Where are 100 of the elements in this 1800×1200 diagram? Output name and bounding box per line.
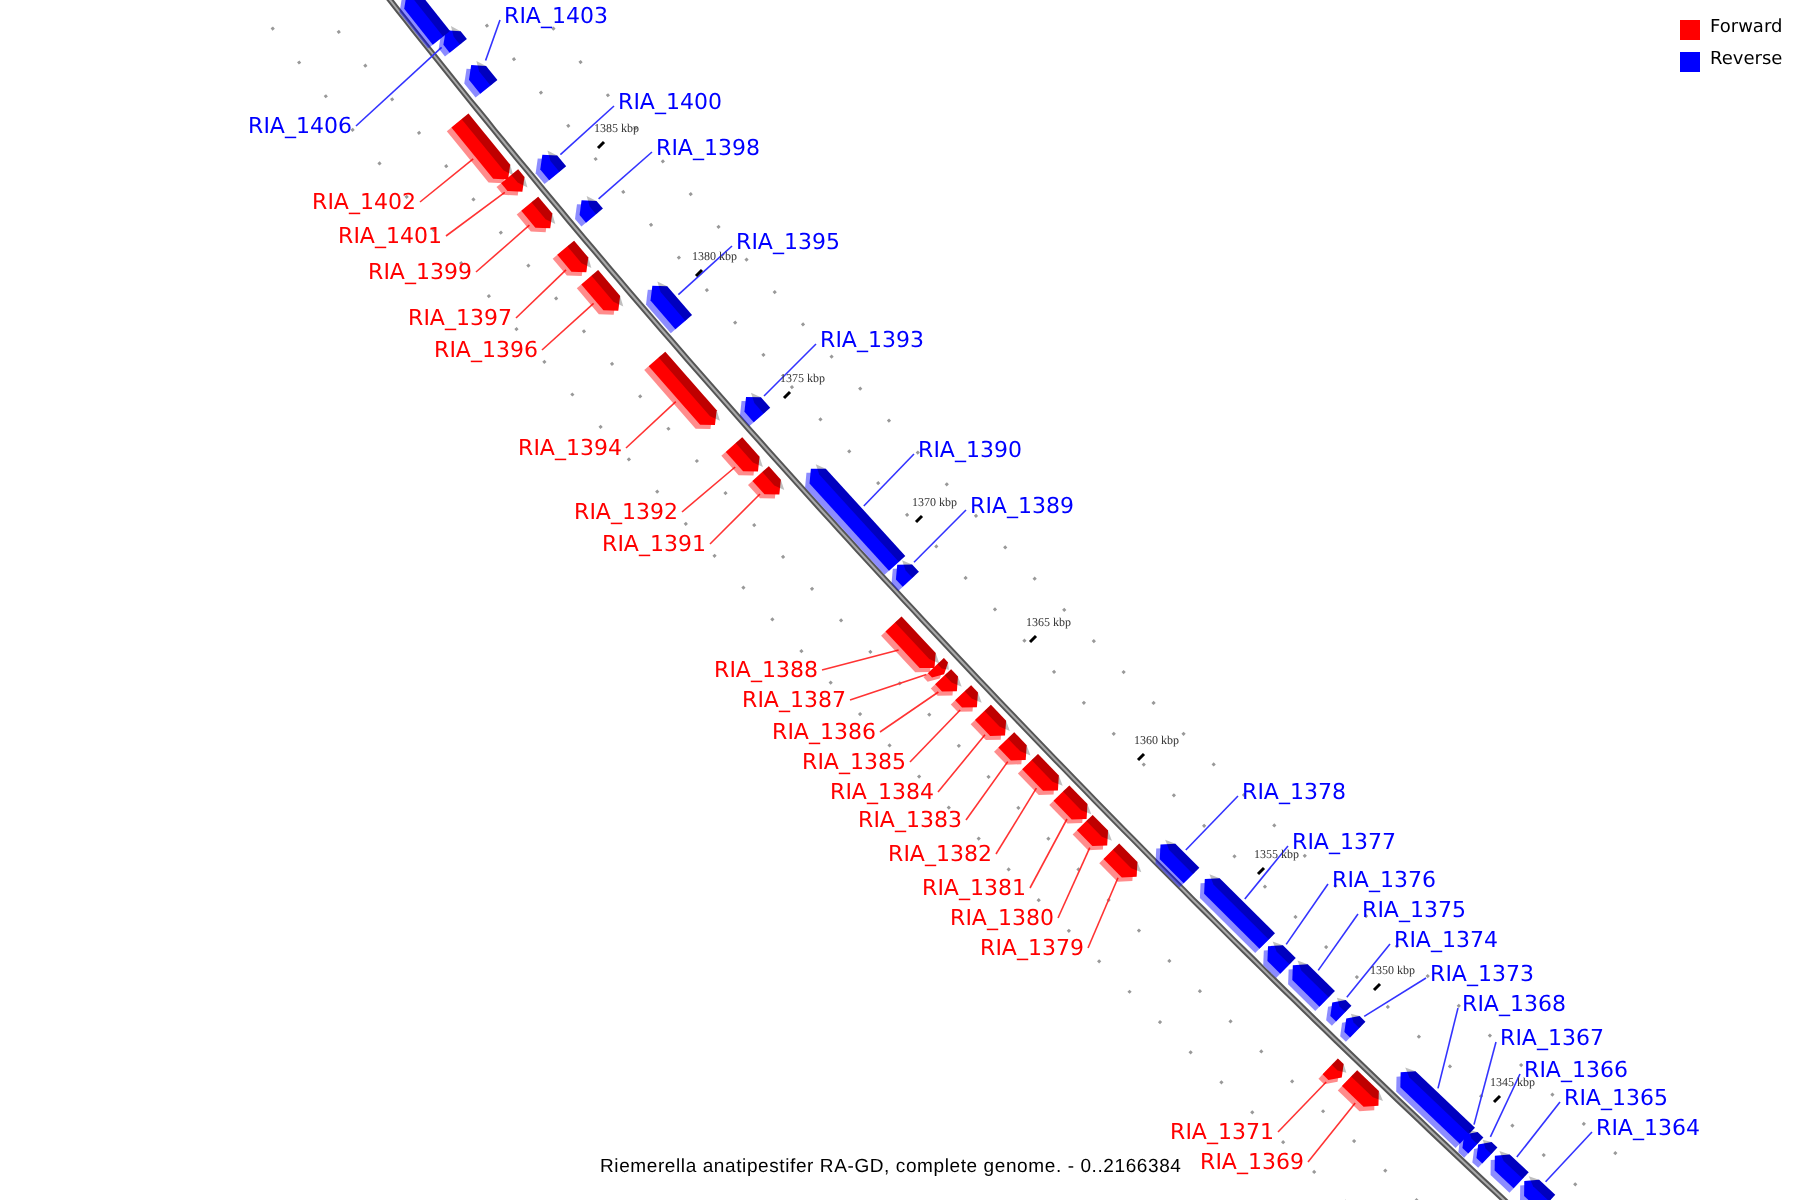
legend-label: Reverse <box>1710 52 1783 70</box>
gene-block <box>950 685 982 712</box>
leader-line <box>419 158 474 203</box>
gene-label: RIA_1366 <box>1524 1059 1628 1081</box>
leader-line <box>1277 1081 1327 1133</box>
gene-label: RIA_1369 <box>1200 1151 1304 1173</box>
leader-line <box>1087 877 1119 949</box>
leader-line <box>909 709 961 763</box>
leader-line <box>965 760 1009 821</box>
leader-line <box>1185 795 1239 851</box>
leader-line <box>475 224 531 273</box>
gene-block <box>891 560 919 591</box>
gene-label: RIA_1402 <box>312 191 416 213</box>
gene-block <box>1340 1013 1366 1042</box>
gene-label: RIA_1371 <box>1170 1121 1274 1143</box>
leader-line <box>937 734 986 793</box>
gene-block <box>496 169 528 196</box>
leader-line <box>559 105 615 156</box>
leader-line <box>625 400 677 449</box>
leader-line <box>1363 977 1427 1018</box>
leader-line <box>1437 1007 1459 1090</box>
leader-line <box>1244 845 1289 900</box>
leader-line <box>1346 943 1391 998</box>
leader-line <box>1516 1101 1561 1158</box>
gene-block <box>970 704 1010 741</box>
gene-block <box>1520 1176 1556 1200</box>
gene-label: RIA_1395 <box>736 231 840 253</box>
leader-line <box>515 269 567 319</box>
gene-block <box>1337 1070 1383 1112</box>
gene-block <box>464 60 498 98</box>
caption: Riemerella anatipestifer RA-GD, complete genome. - 0..2166384 <box>600 1156 1182 1178</box>
gene-block <box>1049 785 1092 824</box>
leader-line <box>1473 1041 1497 1126</box>
gene-block <box>1288 960 1335 1011</box>
gene-label: RIA_1398 <box>656 137 760 159</box>
gene-label: RIA_1388 <box>714 659 818 681</box>
leader-line <box>681 466 736 513</box>
leader-line <box>1057 846 1091 919</box>
leader-line <box>879 691 940 733</box>
gene-block <box>446 113 514 184</box>
gene-block <box>1072 814 1112 851</box>
leader-line <box>355 46 443 127</box>
gene-block <box>1472 1139 1498 1168</box>
gene-block <box>644 351 720 430</box>
gene-block <box>739 392 771 427</box>
gene-block <box>1318 1058 1347 1085</box>
leader-line <box>763 343 817 397</box>
gene-label: RIA_1389 <box>970 495 1074 517</box>
leader-line <box>709 493 761 545</box>
gene-block <box>1326 997 1352 1026</box>
gene-block <box>399 0 450 49</box>
gene-block <box>1155 839 1200 888</box>
leader-line <box>995 787 1038 855</box>
gene-label: RIA_1394 <box>518 437 622 459</box>
gene-label: RIA_1387 <box>742 689 846 711</box>
leader-line <box>863 453 915 507</box>
gene-block <box>1396 1067 1475 1148</box>
leader-line <box>913 509 967 563</box>
gene-label: RIA_1368 <box>1462 993 1566 1015</box>
leader-line <box>445 191 506 237</box>
gene-label: RIA_1376 <box>1332 869 1436 891</box>
leader-line <box>1029 818 1068 889</box>
gene-label: RIA_1382 <box>888 843 992 865</box>
gene-block <box>805 464 906 575</box>
gene-label: RIA_1403 <box>504 5 608 27</box>
gene-label: RIA_1390 <box>918 439 1022 461</box>
gene-block <box>1199 874 1275 954</box>
gene-block <box>1017 754 1063 795</box>
gene-label: RIA_1396 <box>434 339 538 361</box>
gene-label: RIA_1379 <box>980 937 1084 959</box>
leader-line <box>1285 883 1329 946</box>
gene-label: RIA_1385 <box>802 751 906 773</box>
gene-block <box>516 196 556 233</box>
gene-label: RIA_1373 <box>1430 963 1534 985</box>
gene-label: RIA_1401 <box>338 225 442 247</box>
gene-block <box>1099 843 1142 882</box>
gene-label: RIA_1378 <box>1242 781 1346 803</box>
gene-block <box>748 466 785 499</box>
leader-line <box>677 245 733 296</box>
leader-line <box>484 19 501 62</box>
gene-label: RIA_1399 <box>368 261 472 283</box>
gene-label: RIA_1383 <box>858 809 962 831</box>
leader-line <box>1307 1102 1356 1163</box>
leader-line <box>821 649 900 671</box>
gene-block <box>574 196 603 227</box>
leader-line <box>1489 1073 1521 1138</box>
gene-block <box>646 281 692 334</box>
gene-label: RIA_1380 <box>950 907 1054 929</box>
gene-label: RIA_1375 <box>1362 899 1466 921</box>
gene-block <box>535 150 567 185</box>
leader-line <box>1544 1131 1593 1183</box>
gene-label: RIA_1374 <box>1394 929 1498 951</box>
legend-label: Forward <box>1710 20 1783 38</box>
gene-label: RIA_1406 <box>248 115 352 137</box>
leader-line <box>1317 913 1359 972</box>
gene-block <box>994 732 1031 765</box>
leader-line <box>597 151 653 200</box>
gene-block <box>1490 1150 1529 1193</box>
gene-label: RIA_1384 <box>830 781 934 803</box>
gene-label: RIA_1367 <box>1500 1027 1604 1049</box>
